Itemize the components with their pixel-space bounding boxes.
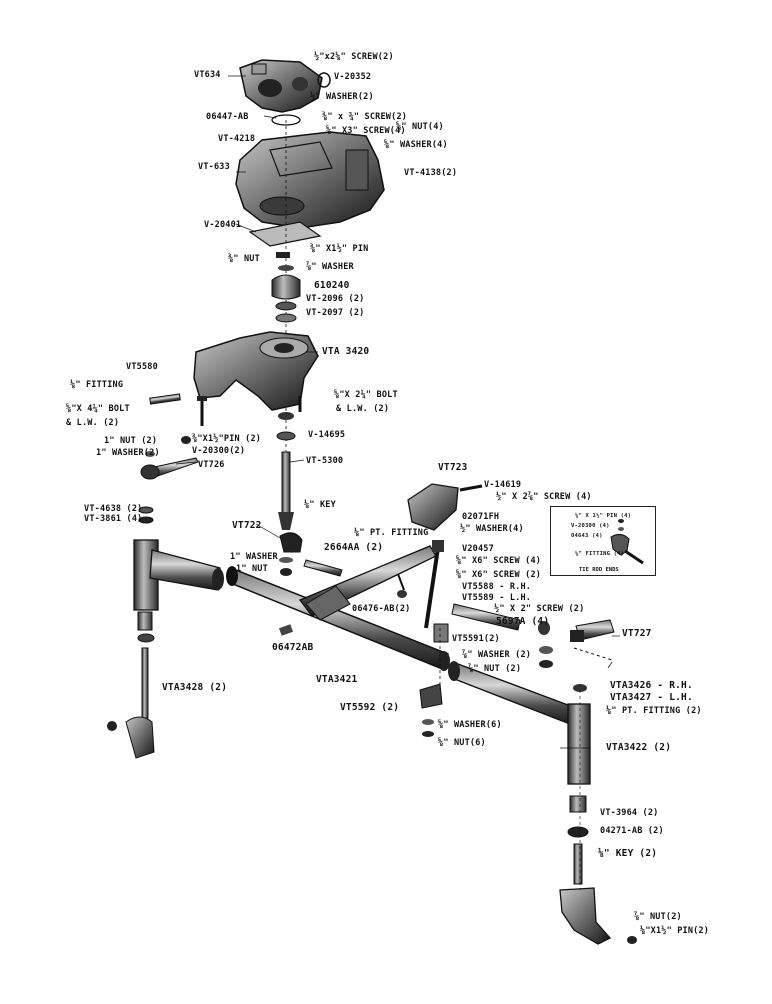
label-ptfit-a: ⅛" PT. FITTING <box>354 528 429 538</box>
label-vt5591: VT5591(2) <box>452 634 500 644</box>
axle-vta3421 <box>226 545 450 671</box>
label-nut1-a: 1" NUT (2) <box>104 436 158 446</box>
label-5697a: 5697A (4) <box>496 616 550 627</box>
label-vt634: VT634 <box>194 70 221 80</box>
label-pin-c: ⅛"X1½" PIN(2) <box>640 926 710 936</box>
label-vta3428: VTA3428 (2) <box>162 682 228 693</box>
label-vt3964: VT-3964 (2) <box>600 808 659 818</box>
label-ptfit-b: ⅛" PT. FITTING (2) <box>606 706 702 716</box>
label-vt5580: VT5580 <box>126 362 158 372</box>
label-v20352: V-20352 <box>334 72 372 82</box>
label-vt5592: VT5592 (2) <box>340 702 400 713</box>
inset-label-v20300: V-20300 (4) <box>571 523 610 529</box>
label-vta3426: VTA3426 - R.H. <box>610 680 693 691</box>
label-screw-tl: ½"x2⅛" SCREW(2) <box>314 52 394 62</box>
label-vt4218: VT-4218 <box>218 134 256 144</box>
label-vt2096: VT-2096 (2) <box>306 294 365 304</box>
label-pin-a: ⅜" X1½" PIN <box>310 244 369 254</box>
right-knee-vta3422 <box>448 661 637 945</box>
label-screw-b: ½" X 2⅞" SCREW (4) <box>496 492 592 502</box>
label-bolt-b: ⅝"X 2¼" BOLT <box>334 390 398 400</box>
label-v20457: V20457 <box>462 544 494 554</box>
label-610240: 610240 <box>314 280 350 291</box>
label-washer1-a: 1" WASHER(2) <box>96 448 160 458</box>
inset-title: TIE ROD ENDS <box>579 567 619 573</box>
label-vt5588: VT5588 - R.H. <box>462 582 532 592</box>
label-v20300: V-20300(2) <box>192 446 246 456</box>
label-screw-c: ⅝" X6" SCREW (4) <box>456 556 542 566</box>
label-washer2-a: ½" WASHER(2) <box>310 92 374 102</box>
label-2664aa: 2664AA (2) <box>324 542 384 553</box>
label-02071: 02071FH <box>462 512 500 522</box>
label-washer4-b: ½" WASHER(4) <box>460 524 524 534</box>
label-v14619: V-14619 <box>484 480 522 490</box>
label-06447: 06447-AB <box>206 112 249 122</box>
label-nut4-a: ⅝" NUT(4) <box>396 122 444 132</box>
label-vta3421: VTA3421 <box>316 674 358 685</box>
label-bolt-a: ⅝"X 4¼" BOLT <box>66 404 130 414</box>
plate-v20401 <box>248 221 322 247</box>
o-ring <box>317 72 331 88</box>
label-key-b: ⅛" KEY (2) <box>598 848 658 859</box>
label-nut2-c: ⅞" NUT(2) <box>634 912 682 922</box>
label-nut6: ⅝" NUT(6) <box>438 738 486 748</box>
label-screw-x3: ⅝" X3" SCREW(4) <box>326 126 406 136</box>
tie-rod-ends-inset: ⅛" X 1½" PIN (4) V-20300 (4) 04643 (4) ⅛… <box>550 506 656 576</box>
bearing-610240 <box>271 274 301 300</box>
left-knee-vta3428 <box>107 539 224 759</box>
label-pin-b: ⅜"X1½"PIN (2) <box>192 434 262 444</box>
arm-vt722 <box>279 532 303 553</box>
housing-vt633 <box>235 131 385 229</box>
bracket-vt723 <box>407 483 459 531</box>
label-fitting: ⅛" FITTING <box>70 380 124 390</box>
label-vt4138: VT-4138(2) <box>404 168 458 178</box>
label-06472: 06472AB <box>272 642 314 653</box>
inset-label-04643: 04643 (4) <box>571 533 603 539</box>
label-vt5300: VT-5300 <box>306 456 344 466</box>
label-vt2097: VT-2097 (2) <box>306 308 365 318</box>
label-washer4-a: ⅝" WASHER(4) <box>384 140 448 150</box>
label-key-a: ⅛" KEY <box>304 500 336 510</box>
label-v14695: V-14695 <box>308 430 346 440</box>
label-blw-a: & L.W. (2) <box>66 418 120 428</box>
gasket <box>271 114 301 126</box>
label-vt633: VT-633 <box>198 162 230 172</box>
label-04271: 04271-AB (2) <box>600 826 664 836</box>
housing-vt634 <box>239 59 323 113</box>
label-vt726: VT726 <box>198 460 225 470</box>
inset-label-pin: ⅛" X 1½" PIN (4) <box>575 513 632 519</box>
label-nut1-b: 1" NUT <box>236 564 268 574</box>
label-screw-38: ⅜" x ¾" SCREW(2) <box>322 112 408 122</box>
label-vt5589: VT5589 - L.H. <box>462 593 532 603</box>
label-washer1-b: 1" WASHER <box>230 552 278 562</box>
label-nut-a: ⅜" NUT <box>228 254 260 264</box>
label-screw-d: ⅝" X6" SCREW (2) <box>456 570 542 580</box>
label-blw-b: & L.W. (2) <box>336 404 390 414</box>
label-vt723: VT723 <box>438 462 468 473</box>
support-vta3420 <box>193 331 319 411</box>
label-vt4638: VT-4638 (2) <box>84 504 143 514</box>
label-06476: 06476-AB(2) <box>352 604 411 614</box>
label-v20401: V-20401 <box>204 220 242 230</box>
tie-rod-end-drawing <box>610 519 644 565</box>
label-washer-a: ⅞" WASHER <box>306 262 354 272</box>
label-screw-e: ½" X 2" SCREW (2) <box>494 604 585 614</box>
label-vta3422: VTA3422 (2) <box>606 742 672 753</box>
label-vta3420: VTA 3420 <box>322 346 370 357</box>
inset-label-fitting: ⅛" FITTING (4) <box>575 551 625 557</box>
label-vt727: VT727 <box>622 628 652 639</box>
label-washer6: ⅝" WASHER(6) <box>438 720 502 730</box>
label-vt3861: VT-3861 (4) <box>84 514 143 524</box>
label-nut-b: ⅞" NUT (2) <box>468 664 522 674</box>
label-vta3427: VTA3427 - L.H. <box>610 692 693 703</box>
label-washer-b: ⅞" WASHER (2) <box>462 650 532 660</box>
label-vt722: VT722 <box>232 520 262 531</box>
